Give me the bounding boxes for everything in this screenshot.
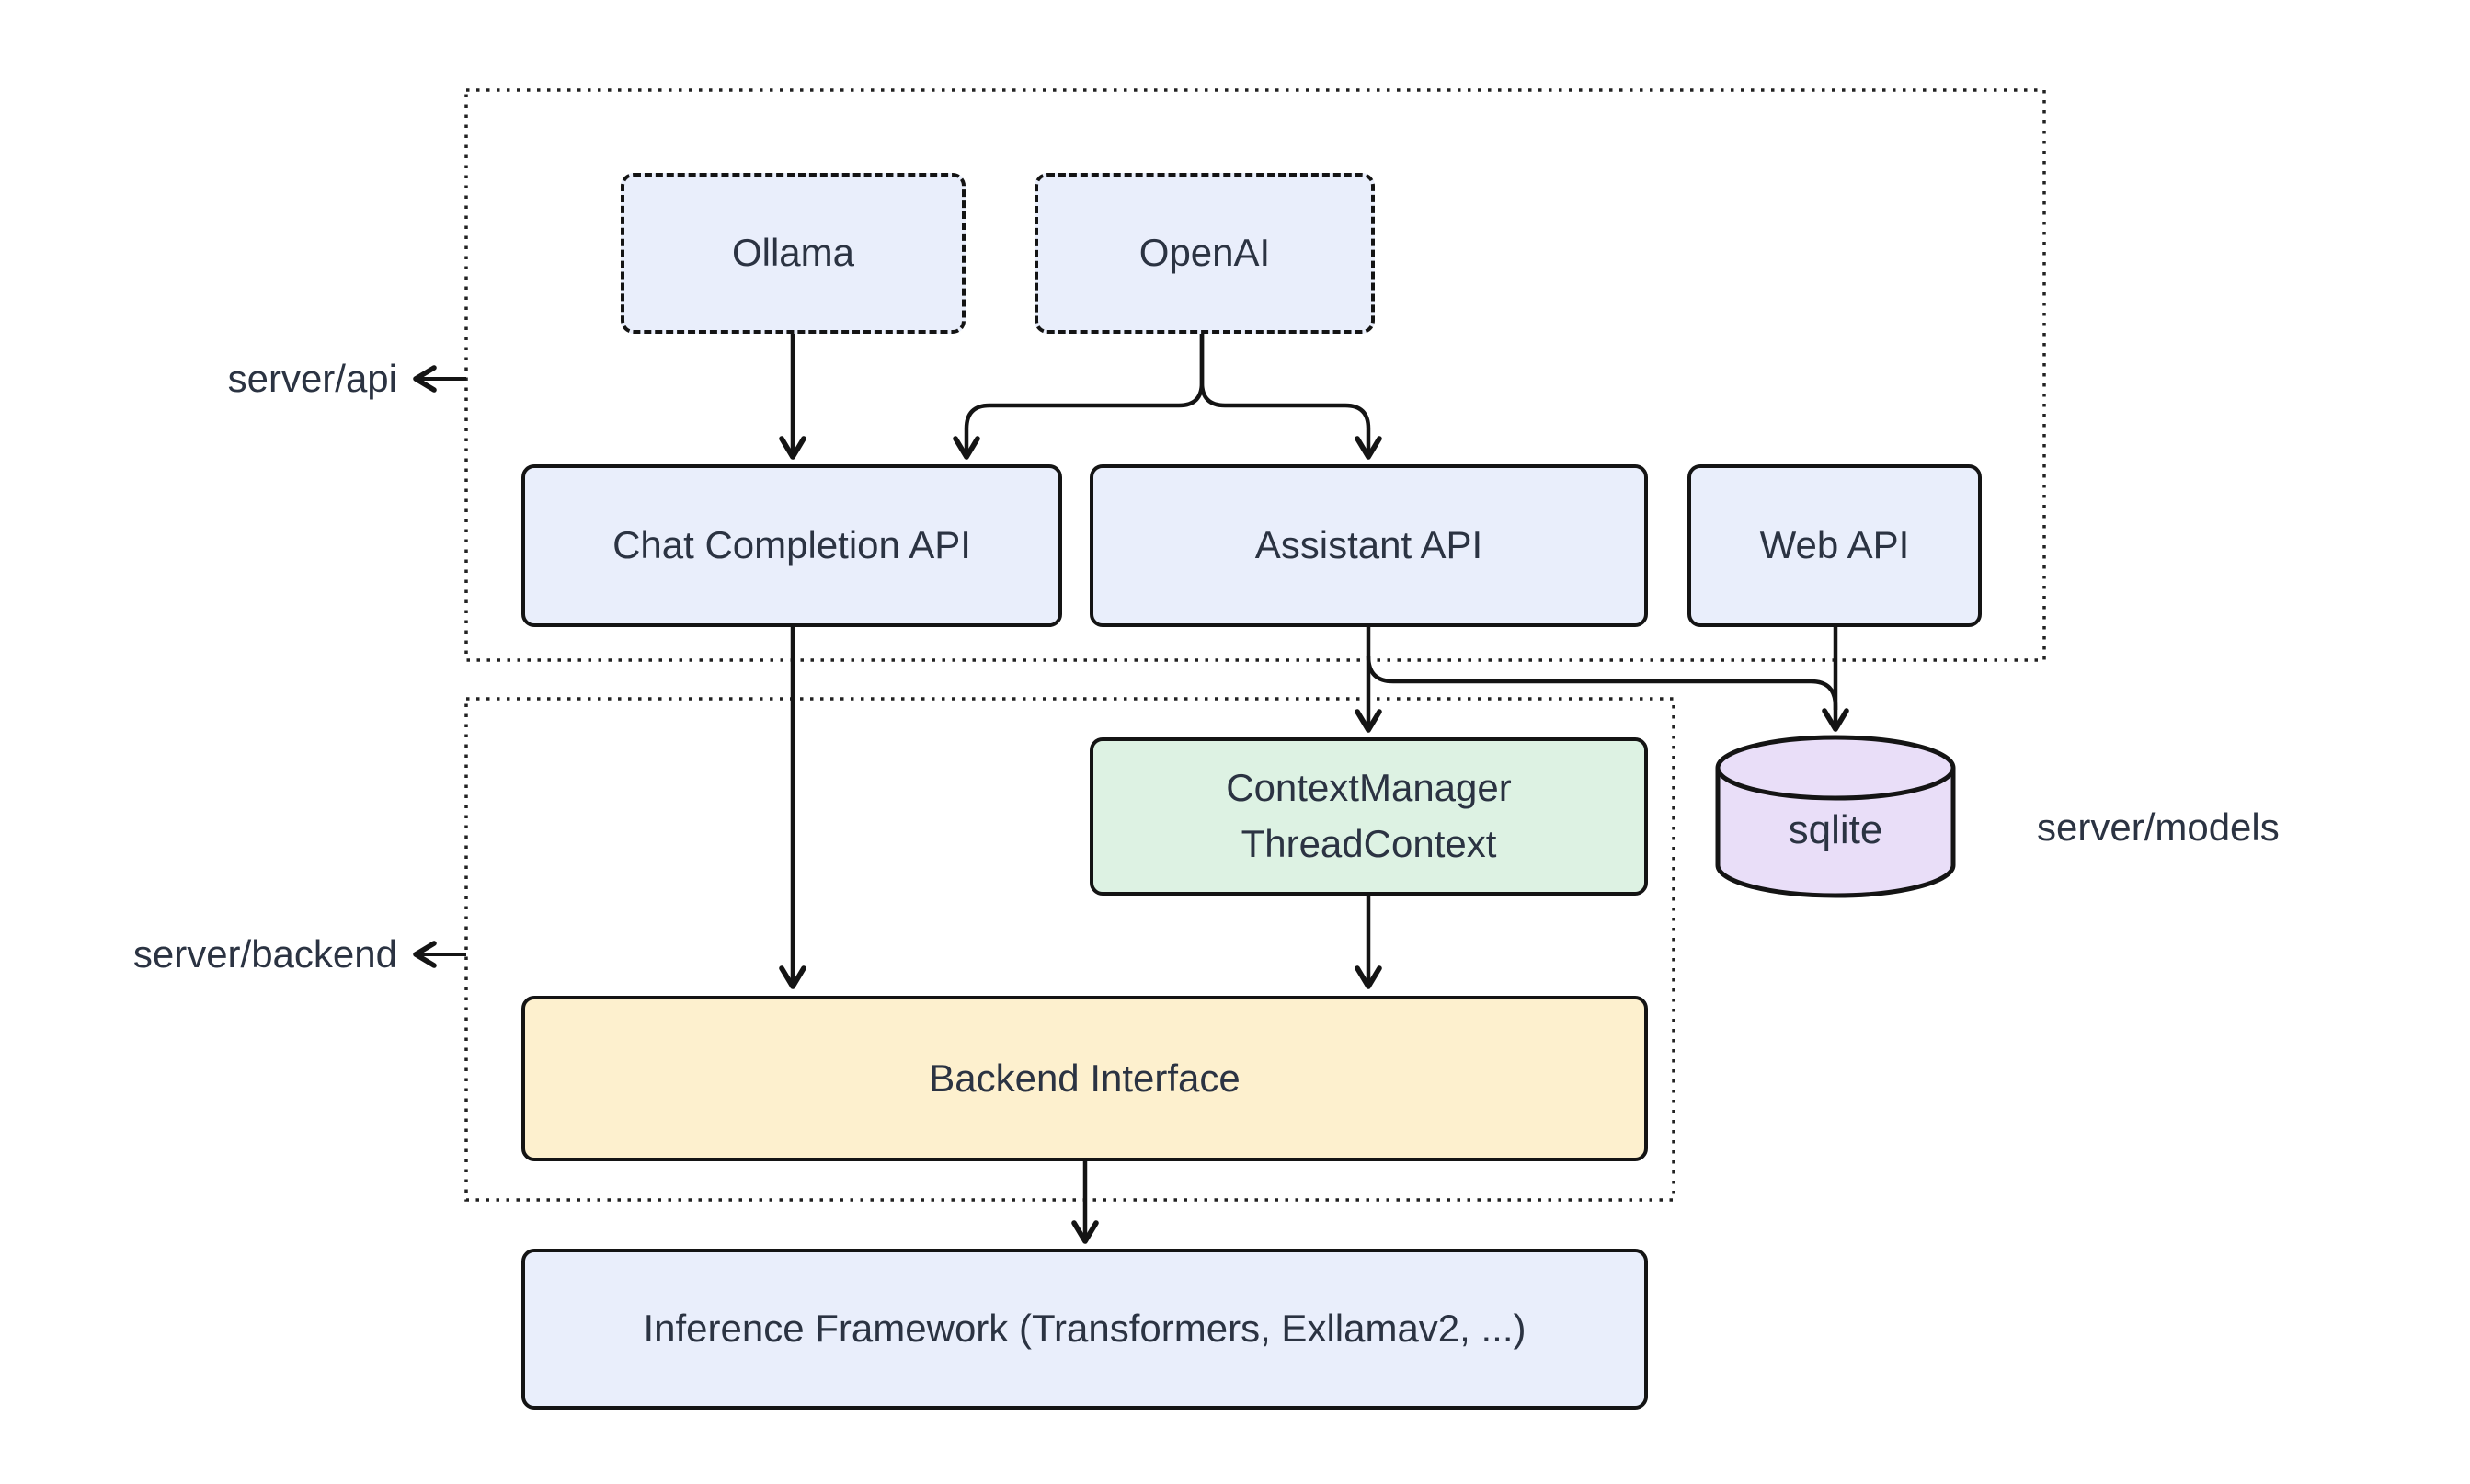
cylinder-top: [1715, 735, 1956, 801]
group-label-server-api: server/api: [227, 357, 397, 400]
node-openai: OpenAI: [1035, 173, 1375, 334]
group-container-server-api: [464, 88, 2046, 662]
node-ollama-label: Ollama: [731, 231, 855, 275]
node-assistant-api-label: Assistant API: [1254, 523, 1483, 567]
edge-openai-to-assistant: [1199, 334, 1382, 460]
node-context-manager-line2: ThreadContext: [1241, 822, 1497, 865]
sqlite-cylinder: [1715, 735, 1956, 898]
node-sqlite-label: sqlite: [1788, 806, 1883, 852]
node-web-api-label: Web API: [1759, 523, 1910, 567]
node-openai-label: OpenAI: [1138, 231, 1271, 275]
cylinder-body: [1715, 768, 1956, 898]
node-chat-completion-api-label: Chat Completion API: [612, 523, 971, 567]
node-assistant-api: Assistant API: [1090, 464, 1648, 627]
node-chat-completion-api: Chat Completion API: [521, 464, 1062, 627]
node-inference-framework-label: Inference Framework (Transformers, Exlla…: [643, 1307, 1527, 1351]
node-backend-interface-label: Backend Interface: [929, 1056, 1241, 1100]
node-context-manager-line1: ContextManager: [1226, 766, 1512, 810]
node-ollama: Ollama: [621, 173, 966, 334]
node-web-api: Web API: [1687, 464, 1982, 627]
node-sqlite: sqlite: [1718, 777, 1953, 883]
node-context-manager: ContextManager ThreadContext: [1090, 737, 1648, 896]
group-container-server-backend: [464, 697, 1675, 1202]
node-backend-interface: Backend Interface: [521, 996, 1648, 1161]
edge-openai-to-chat: [953, 334, 1205, 460]
node-inference-framework: Inference Framework (Transformers, Exlla…: [521, 1249, 1648, 1410]
edge-assistant-to-sqlite: [1366, 656, 1838, 710]
group-label-server-models: server/models: [2037, 805, 2280, 849]
group-label-server-backend: server/backend: [132, 932, 397, 976]
